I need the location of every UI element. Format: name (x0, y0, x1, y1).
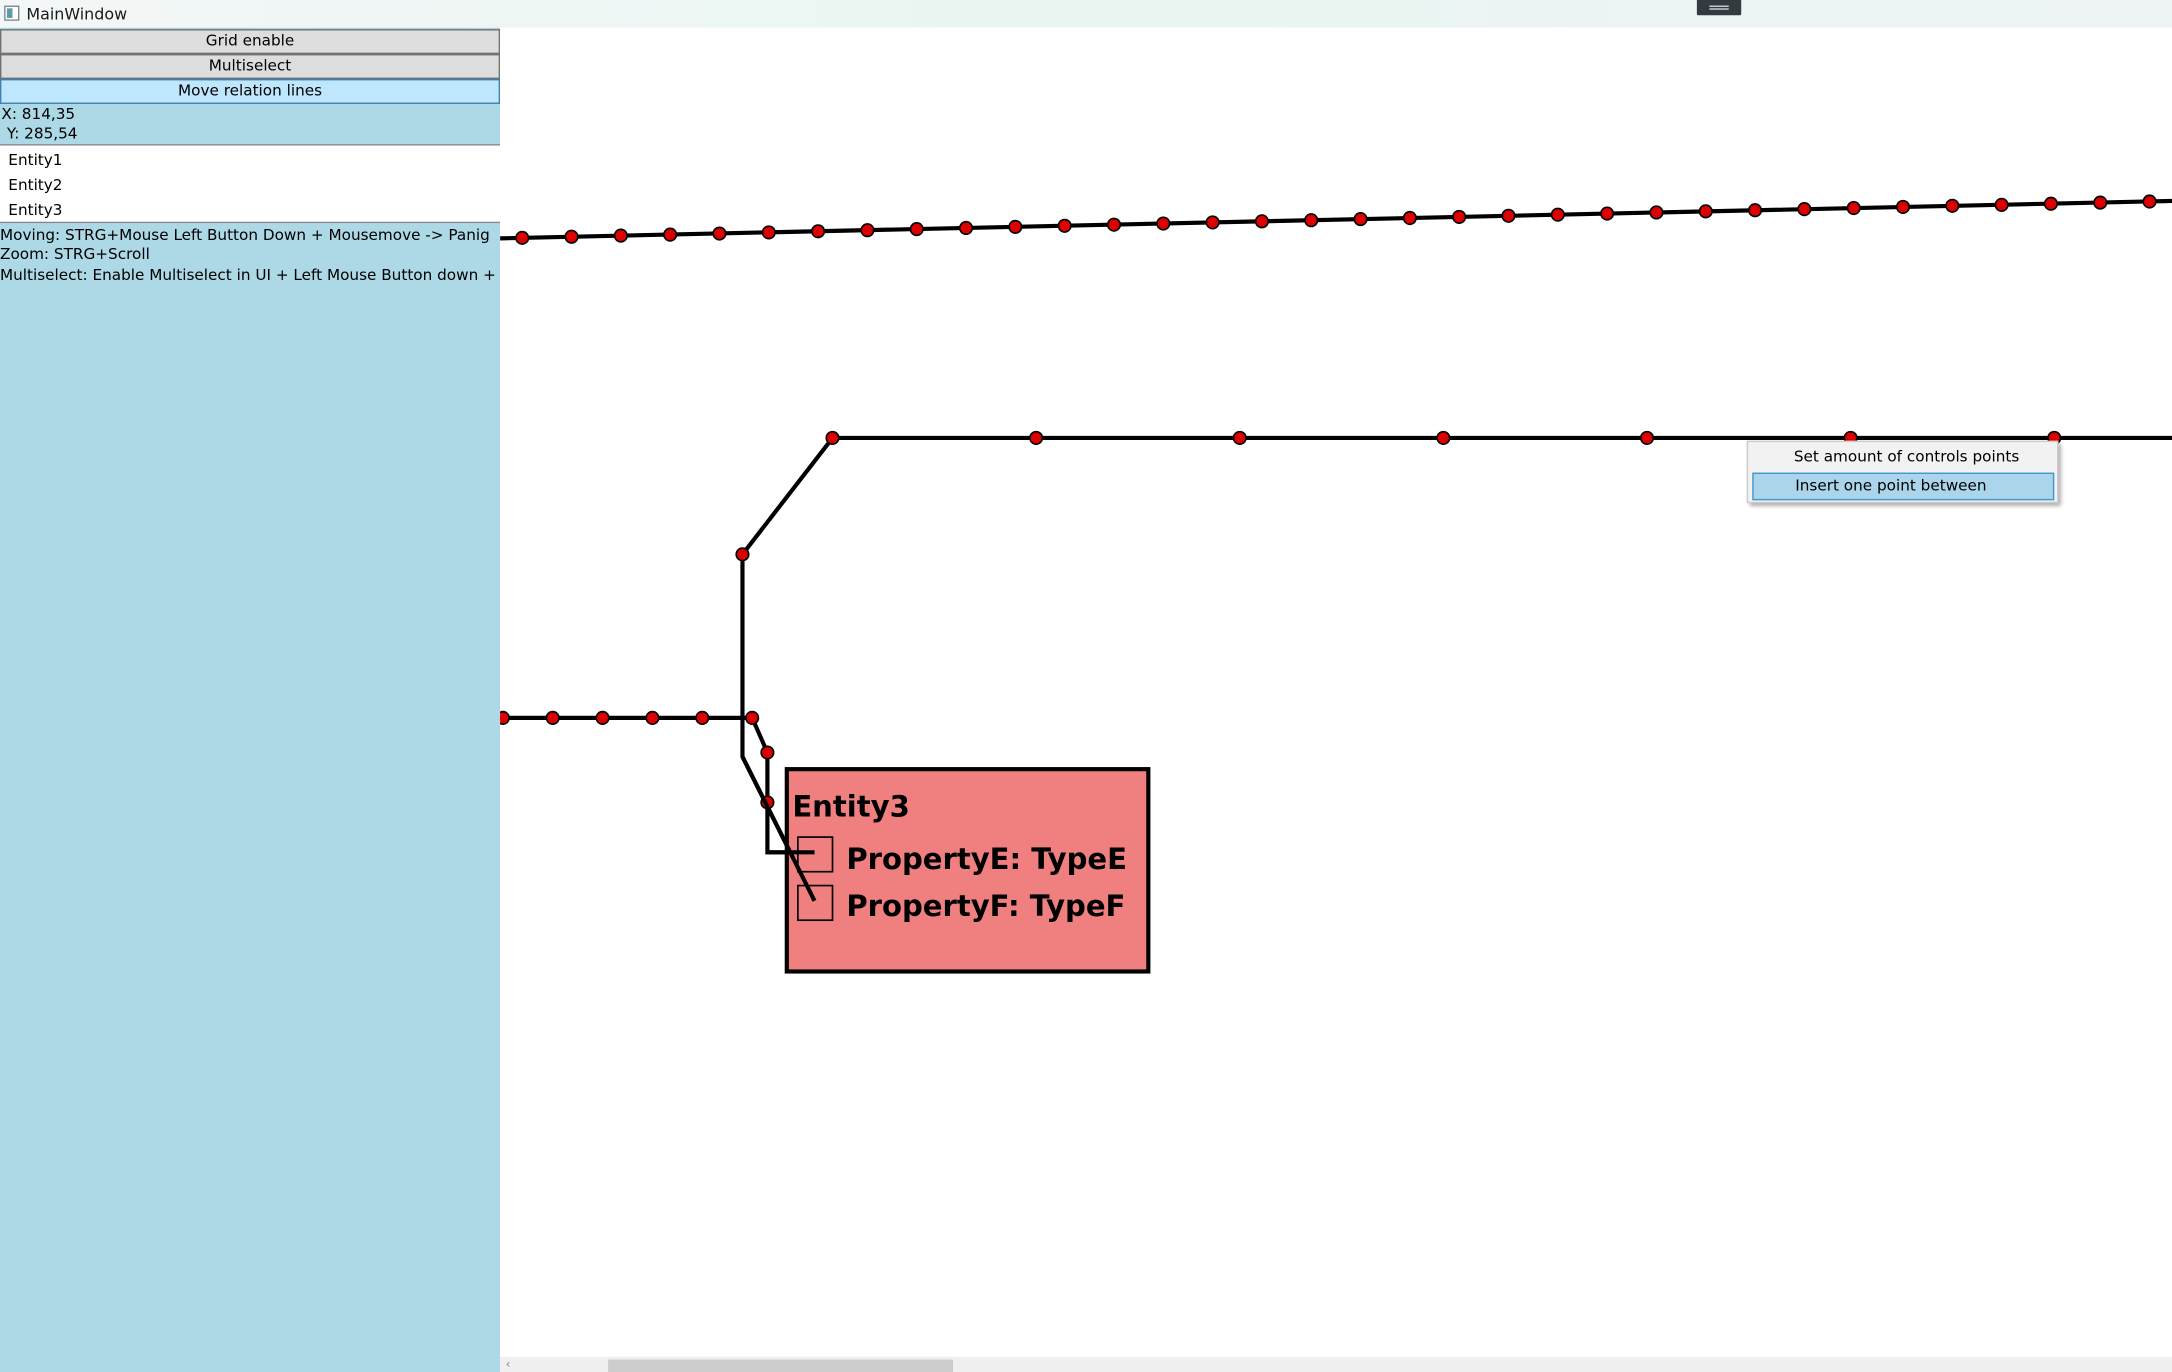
help-moving-text: Moving: STRG+Mouse Left Button Down + Mo… (0, 225, 490, 244)
control-point[interactable] (1353, 212, 1368, 227)
relation-line[interactable] (500, 715, 815, 855)
control-point[interactable] (1156, 216, 1171, 231)
control-point[interactable] (2043, 196, 2058, 211)
control-point[interactable] (735, 547, 750, 562)
control-point[interactable] (1452, 209, 1467, 224)
move-relation-lines-button[interactable]: Move relation lines (0, 78, 501, 104)
property-anchor-icon[interactable] (797, 884, 834, 922)
horizontal-scrollbar[interactable]: ‹ (500, 1356, 2172, 1372)
control-point[interactable] (745, 710, 760, 725)
control-point[interactable] (1747, 203, 1763, 218)
control-point[interactable] (2142, 194, 2157, 209)
entity-property: PropertyE: TypeE (846, 842, 1127, 876)
entity-list-item[interactable]: Entity1 (8, 151, 63, 170)
control-point[interactable] (1797, 202, 1812, 217)
control-point[interactable] (1057, 218, 1072, 233)
control-point[interactable] (1436, 430, 1451, 445)
control-point[interactable] (1600, 206, 1615, 221)
drag-handle-icon[interactable] (1696, 0, 1742, 16)
control-point[interactable] (1232, 430, 1247, 445)
scrollbar-thumb[interactable] (608, 1359, 954, 1372)
control-point[interactable] (761, 225, 776, 240)
entity-title: Entity3 (792, 789, 910, 823)
control-point[interactable] (1698, 204, 1713, 219)
cursor-y-coordinate: Y: 285,54 (6, 124, 78, 143)
entity3-box[interactable]: Entity3 PropertyE: TypeE PropertyF: Type… (784, 767, 1151, 974)
control-point[interactable] (645, 710, 660, 725)
control-point[interactable] (760, 745, 775, 760)
diagram-svg: Entity3 PropertyE: TypeE PropertyF: Type… (500, 194, 2172, 974)
control-point[interactable] (958, 220, 974, 236)
control-point[interactable] (564, 229, 579, 244)
entity-list[interactable]: Entity1 Entity2 Entity3 (0, 144, 501, 224)
control-point[interactable] (712, 226, 727, 241)
control-point[interactable] (1008, 219, 1023, 234)
control-point[interactable] (909, 222, 924, 237)
control-point[interactable] (545, 710, 560, 725)
window-title: MainWindow (26, 4, 128, 24)
scroll-left-icon[interactable]: ‹ (505, 1358, 511, 1372)
entity-list-item[interactable]: Entity3 (8, 200, 63, 219)
multiselect-button[interactable]: Multiselect (0, 54, 501, 79)
relation-line-control-points (500, 710, 775, 810)
control-point[interactable] (1304, 213, 1319, 228)
control-point[interactable] (1994, 197, 2009, 212)
control-point[interactable] (1402, 210, 1417, 226)
control-point[interactable] (1029, 430, 1044, 445)
cursor-x-coordinate: X: 814,35 (1, 105, 76, 124)
control-point[interactable] (1846, 200, 1861, 216)
help-zoom-text: Zoom: STRG+Scroll (0, 245, 150, 264)
control-point[interactable] (1501, 208, 1516, 223)
relation-line[interactable] (740, 755, 817, 902)
context-menu: Set amount of controls points Insert one… (1746, 440, 2059, 504)
control-point[interactable] (663, 227, 678, 242)
menu-item-set-control-points[interactable]: Set amount of controls points (1793, 447, 2020, 466)
relation-line-control-points (515, 194, 2157, 245)
control-point[interactable] (1550, 207, 1565, 222)
entity-box-background[interactable] (784, 767, 1151, 974)
control-point[interactable] (1254, 214, 1269, 229)
control-point[interactable] (1106, 217, 1122, 232)
relation-line[interactable] (500, 198, 2172, 241)
control-point[interactable] (1895, 199, 1911, 214)
control-point[interactable] (1649, 205, 1664, 220)
title-bar: MainWindow (0, 0, 2172, 28)
control-point[interactable] (1639, 430, 1655, 445)
diagram-canvas[interactable]: Entity3 PropertyE: TypeE PropertyF: Type… (500, 27, 2172, 1372)
control-point[interactable] (515, 230, 530, 245)
entity-property: PropertyF: TypeF (846, 889, 1125, 923)
control-point[interactable] (811, 224, 826, 239)
control-point[interactable] (1945, 198, 1960, 213)
control-point[interactable] (595, 710, 610, 725)
control-point[interactable] (613, 228, 628, 243)
control-point[interactable] (2093, 195, 2108, 210)
menu-item-insert-point-between[interactable]: Insert one point between (1752, 472, 2055, 501)
sidebar: Grid enable Multiselect Move relation li… (0, 27, 501, 1372)
app-window-icon (4, 5, 20, 21)
help-multiselect-text: Multiselect: Enable Multiselect in UI + … (0, 266, 500, 285)
control-point[interactable] (500, 710, 510, 725)
control-point[interactable] (1205, 215, 1220, 230)
grid-enable-button[interactable]: Grid enable (0, 29, 501, 55)
entity-list-item[interactable]: Entity2 (8, 176, 63, 195)
control-point[interactable] (825, 430, 840, 445)
control-point[interactable] (695, 710, 710, 725)
control-point[interactable] (860, 223, 875, 238)
